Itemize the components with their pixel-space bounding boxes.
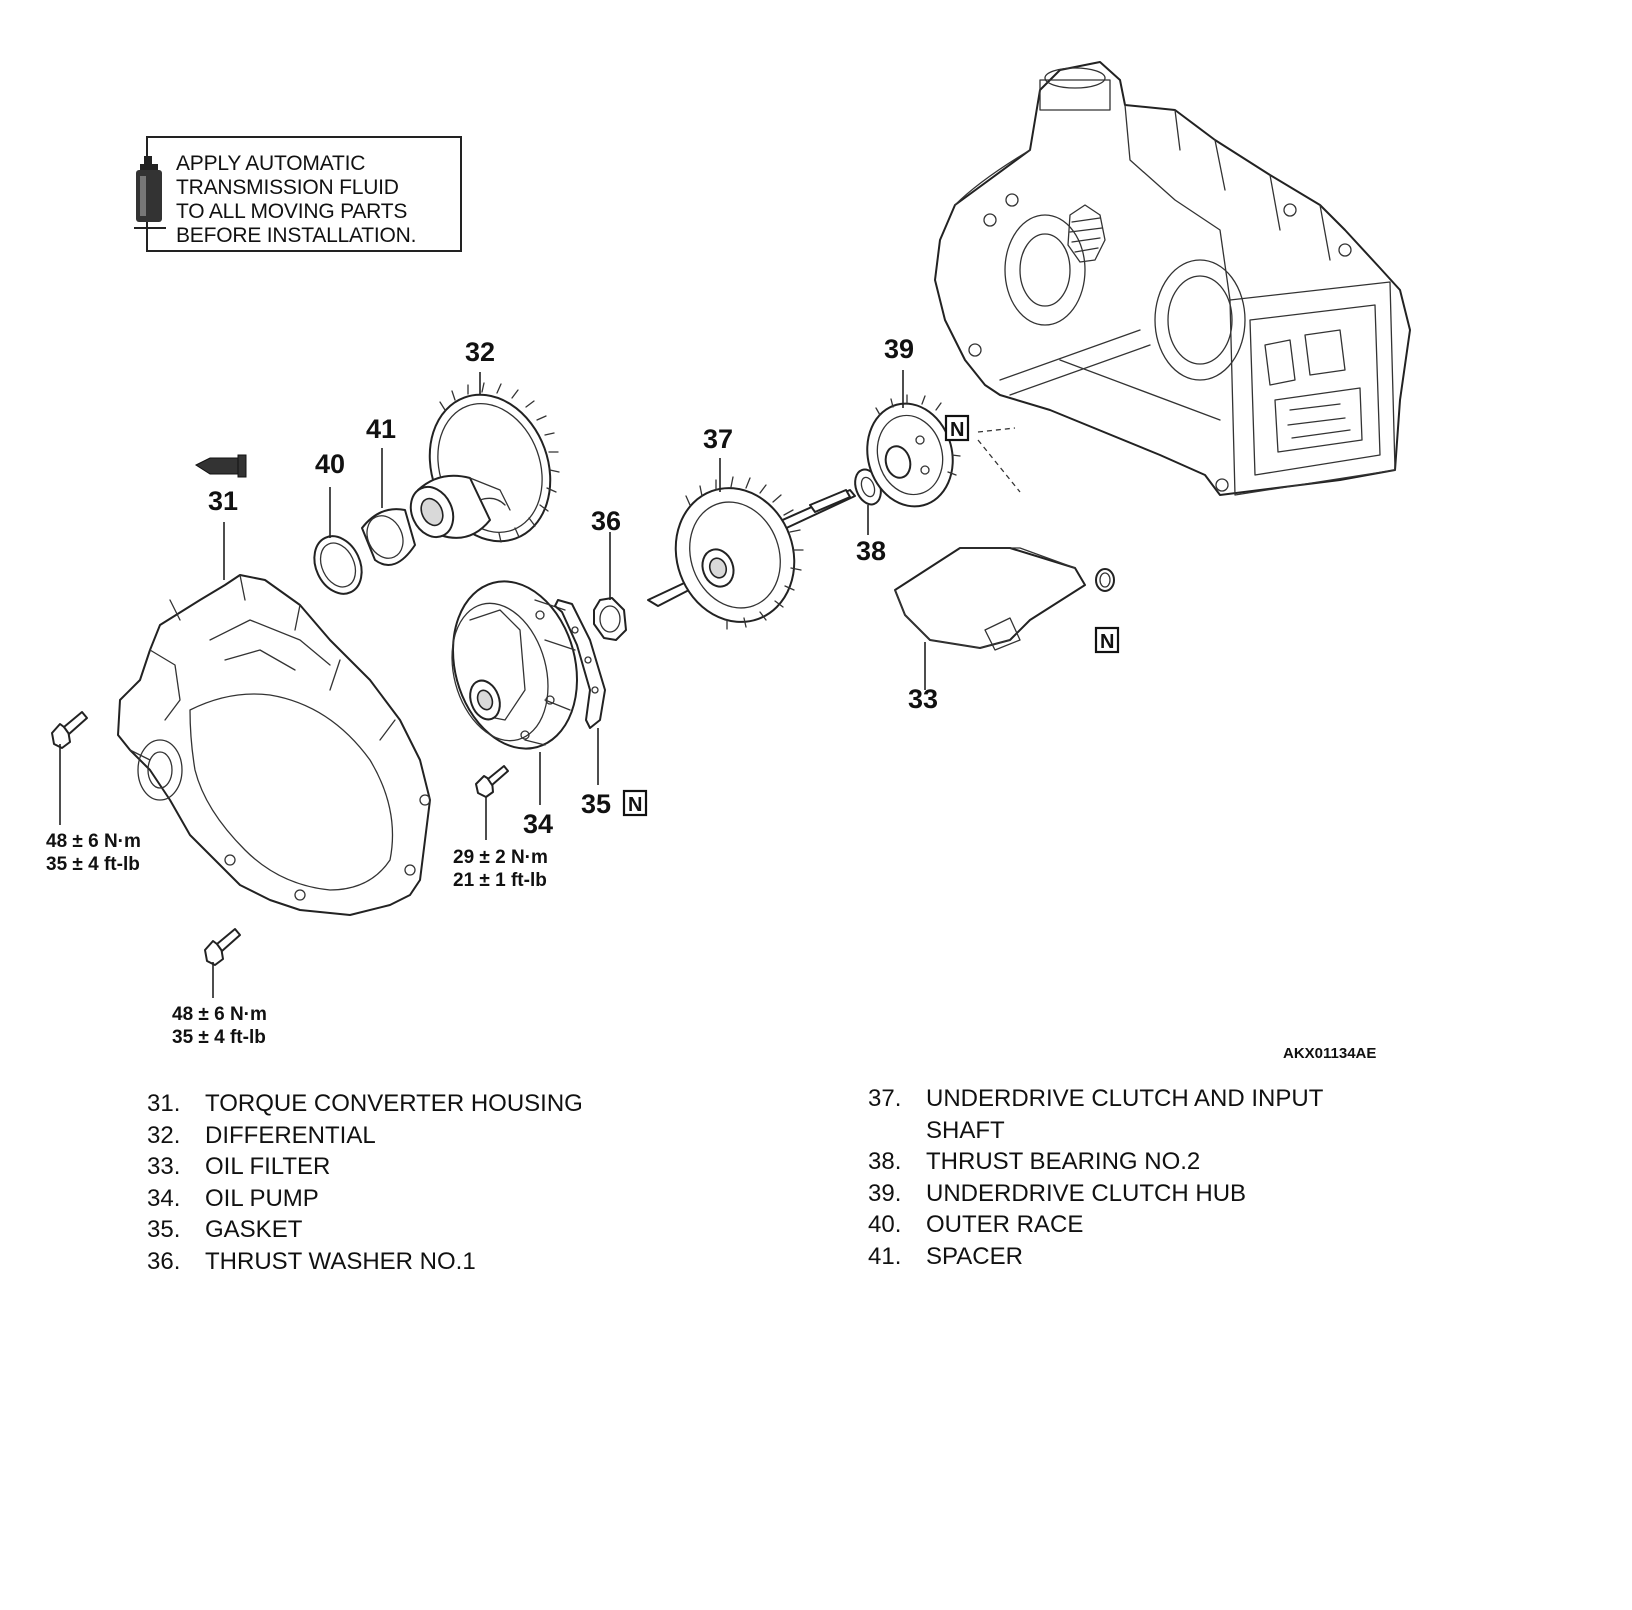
callout-37: 37	[703, 424, 733, 454]
torque-bottom-ftlb: 35 ± 4 ft-lb	[172, 1027, 266, 1048]
atf-note-box: APPLY AUTOMATIC TRANSMISSION FLUID TO AL…	[134, 136, 462, 252]
torque-pump-ftlb: 21 ± 1 ft-lb	[453, 870, 547, 891]
legend-text: OUTER RACE	[926, 1211, 1084, 1238]
legend-text: OIL PUMP	[205, 1184, 319, 1212]
legend-item: 37. UNDERDRIVE CLUTCH AND INPUT SHAFT	[868, 1083, 1388, 1146]
note-line-1: APPLY AUTOMATIC	[176, 152, 366, 175]
callout-32: 32	[465, 337, 495, 367]
callout-35: 35	[581, 789, 611, 819]
underdrive-clutch-hub	[866, 394, 961, 508]
torque-specs: 48 ± 6 N·m 35 ± 4 ft-lb 48 ± 6 N·m 35 ± …	[46, 831, 548, 1048]
spacer	[361, 508, 416, 566]
torque-converter-housing	[117, 574, 431, 916]
legend-item: 31. TORQUE CONVERTER HOUSING	[147, 1088, 667, 1120]
legend-item: 39. UNDERDRIVE CLUTCH HUB	[868, 1178, 1388, 1210]
callout-34: 34	[523, 809, 553, 839]
gasket	[554, 599, 606, 729]
oil-can-icon	[134, 156, 166, 229]
legend-text: UNDERDRIVE CLUTCH HUB	[926, 1179, 1247, 1207]
note-line-4: BEFORE INSTALLATION.	[176, 224, 417, 247]
housing-bolt-bottom	[204, 928, 241, 966]
legend-number: 40.	[868, 1211, 902, 1238]
legend-text: THRUST BEARING NO.2	[926, 1148, 1201, 1175]
sealant-tube-icon	[194, 454, 247, 478]
n-mark-text: N	[950, 419, 964, 441]
legend-text: OIL FILTER	[205, 1153, 331, 1180]
callout-31: 31	[208, 486, 238, 516]
legend-number: 38.	[868, 1148, 902, 1175]
n-mark-35: N	[622, 789, 648, 817]
legend-text: DIFFERENTIAL	[205, 1121, 376, 1149]
legend-number: 36.	[147, 1247, 181, 1275]
n-mark-39: N	[944, 414, 970, 442]
differential	[409, 382, 560, 543]
legend-number: 32.	[147, 1121, 181, 1149]
callout-33: 33	[908, 684, 938, 714]
legend-item: 32. DIFFERENTIAL	[147, 1120, 667, 1152]
transmission-case	[934, 61, 1411, 496]
legend-item: 34. OIL PUMP	[147, 1183, 667, 1215]
legend-number: 41.	[868, 1242, 902, 1270]
legend-number: 31.	[147, 1090, 181, 1117]
outer-race	[313, 535, 363, 595]
legend-text: GASKET	[205, 1216, 303, 1243]
legend-text: TORQUE CONVERTER HOUSING	[205, 1090, 583, 1117]
legend-item: 41. SPACER	[868, 1241, 1388, 1273]
o-ring	[1095, 568, 1115, 592]
callout-36: 36	[591, 506, 621, 536]
housing-bolt-left	[51, 711, 88, 749]
install-direction-line	[977, 427, 1021, 493]
callout-41: 41	[366, 414, 396, 444]
legend-text: UNDERDRIVE CLUTCH AND INPUT SHAFT	[926, 1085, 1323, 1144]
oil-filter	[894, 547, 1086, 651]
legend-item: 36. THRUST WASHER NO.1	[147, 1246, 667, 1278]
torque-left-nm: 48 ± 6 N·m	[46, 831, 141, 852]
note-line-2: TRANSMISSION FLUID	[176, 176, 399, 199]
oil-pump	[451, 580, 578, 750]
legend-number: 37.	[868, 1085, 902, 1112]
legend-item: 35. GASKET	[147, 1214, 667, 1246]
parts-legend-left: 31. TORQUE CONVERTER HOUSING 32. DIFFERE…	[147, 1088, 667, 1277]
oil-pump-bolt	[475, 765, 509, 798]
legend-number: 35.	[147, 1216, 181, 1243]
thrust-washer-no1	[593, 597, 627, 641]
legend-text: SPACER	[926, 1242, 1023, 1270]
legend-number: 34.	[147, 1184, 181, 1212]
legend-item: 33. OIL FILTER	[147, 1151, 667, 1183]
note-line-3: TO ALL MOVING PARTS	[176, 200, 408, 223]
legend-item: 38. THRUST BEARING NO.2	[868, 1146, 1388, 1178]
callout-labels: 31 32 33 34 35 36 37 38 39 40 41	[208, 334, 938, 839]
atf-note-text: APPLY AUTOMATIC TRANSMISSION FLUID TO AL…	[176, 152, 460, 248]
n-mark-text: N	[628, 794, 642, 816]
legend-number: 39.	[868, 1179, 902, 1207]
torque-bottom-nm: 48 ± 6 N·m	[172, 1004, 267, 1025]
parts-legend-right: 37. UNDERDRIVE CLUTCH AND INPUT SHAFT 38…	[868, 1083, 1388, 1272]
n-mark-oring: N	[1094, 626, 1120, 654]
n-mark-text: N	[1100, 631, 1114, 653]
leader-lines	[59, 370, 926, 998]
torque-left-ftlb: 35 ± 4 ft-lb	[46, 854, 140, 875]
callout-40: 40	[315, 449, 345, 479]
callout-39: 39	[884, 334, 914, 364]
legend-text: THRUST WASHER NO.1	[205, 1247, 476, 1275]
callout-38: 38	[856, 536, 886, 566]
underdrive-clutch-input-shaft	[647, 476, 856, 630]
legend-number: 33.	[147, 1153, 181, 1180]
torque-pump-nm: 29 ± 2 N·m	[453, 847, 548, 868]
figure-code: AKX01134AE	[1283, 1045, 1376, 1062]
legend-item: 40. OUTER RACE	[868, 1209, 1388, 1241]
